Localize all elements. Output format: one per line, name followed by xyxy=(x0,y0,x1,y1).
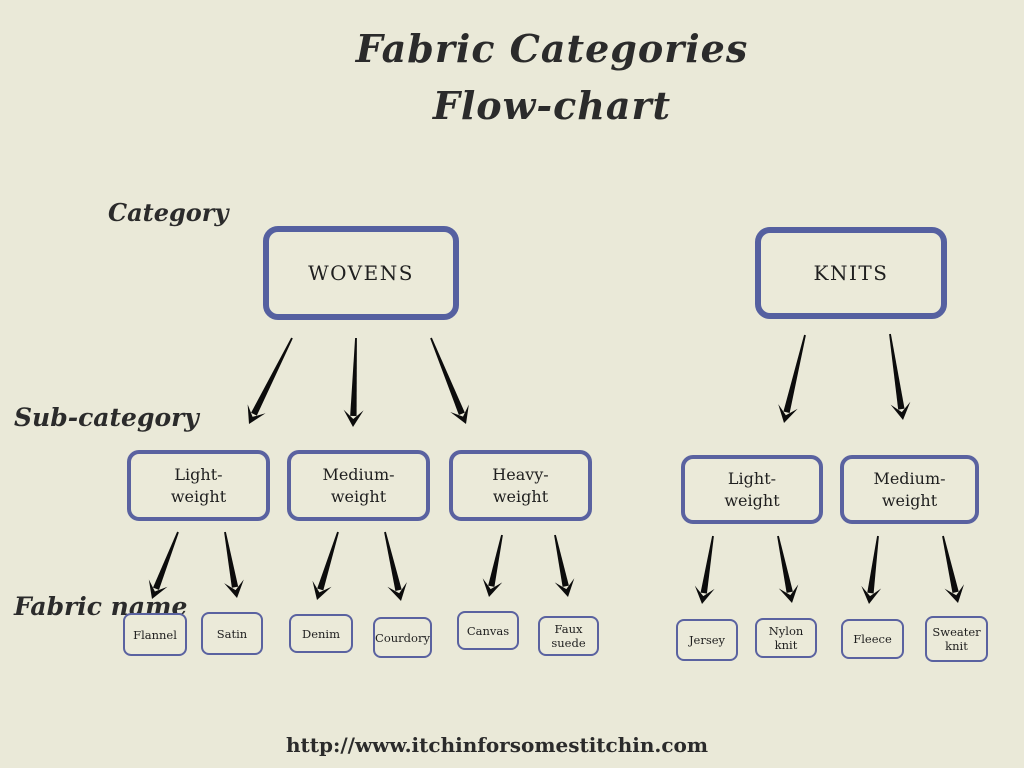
row-label-subcategory: Sub-category xyxy=(14,403,199,432)
subcategory-label-line1: Medium- xyxy=(322,464,395,484)
node-fabric-nylon-knit: Nylon knit xyxy=(755,618,817,658)
arrow-shaft xyxy=(224,531,239,588)
arrow-head xyxy=(312,580,332,600)
arrow-head xyxy=(890,401,911,420)
arrow-shaft xyxy=(251,337,293,416)
arrow-head xyxy=(247,404,266,424)
subcategory-label-line2: weight xyxy=(330,486,387,506)
arrow-head xyxy=(554,578,575,597)
subcategory-label-line1: Heavy- xyxy=(492,464,549,484)
arrow-head xyxy=(482,578,503,597)
arrow-shaft xyxy=(783,334,806,414)
arrow-shaft xyxy=(700,535,714,594)
arrow-head xyxy=(944,584,965,603)
subcategory-label-line2: weight xyxy=(724,490,780,510)
website-url: http://www.itchinforsomestitchin.com xyxy=(285,733,709,757)
arrow-shaft xyxy=(554,534,569,587)
node-fabric-canvas: Canvas xyxy=(457,611,519,650)
arrow-shaft xyxy=(867,535,879,594)
node-subcategory-knits-mediumweight: Medium- weight xyxy=(840,455,979,524)
chart-title: Fabric Categories Flow-chart xyxy=(252,20,852,134)
node-subcategory-wovens-mediumweight: Medium- weight xyxy=(287,450,430,521)
node-fabric-faux-suede: Faux suede xyxy=(538,616,599,656)
arrow-head xyxy=(778,584,799,603)
node-fabric-jersey: Jersey xyxy=(676,619,738,661)
arrow-shaft xyxy=(889,333,905,410)
node-category-wovens: WOVENS xyxy=(263,226,459,320)
node-subcategory-wovens-lightweight: Light- weight xyxy=(127,450,270,521)
arrow-shaft xyxy=(430,337,465,416)
arrow-head xyxy=(387,582,407,601)
node-fabric-flannel: Flannel xyxy=(123,613,187,656)
arrow-shaft xyxy=(384,531,402,592)
node-fabric-sweater-knit: Sweater knit xyxy=(925,616,988,662)
subcategory-label-line1: Light- xyxy=(174,464,223,484)
arrow-head xyxy=(343,409,364,427)
node-category-knits: KNITS xyxy=(755,227,947,319)
arrow-head xyxy=(450,404,469,424)
arrow-shaft xyxy=(942,535,959,593)
node-fabric-courdory: Courdory xyxy=(373,617,432,658)
subcategory-label-line2: weight xyxy=(170,486,227,506)
chart-title-line2: Flow-chart xyxy=(432,83,672,128)
subcategory-label-line2: weight xyxy=(492,486,549,506)
arrow-head xyxy=(224,579,244,598)
row-label-category: Category xyxy=(108,198,229,227)
arrow-shaft xyxy=(317,531,339,591)
node-subcategory-wovens-heavyweight: Heavy- weight xyxy=(449,450,592,521)
node-fabric-fleece: Fleece xyxy=(841,619,904,659)
arrow-head xyxy=(778,404,798,423)
arrow-shaft xyxy=(350,337,357,417)
arrow-shaft xyxy=(488,534,503,587)
subcategory-label-line1: Medium- xyxy=(873,468,946,488)
chart-title-line1: Fabric Categories xyxy=(355,26,749,71)
arrow-head xyxy=(861,585,882,604)
subcategory-label-line2: weight xyxy=(881,490,938,510)
node-fabric-satin: Satin xyxy=(201,612,263,655)
arrow-shaft xyxy=(777,535,793,593)
arrow-head xyxy=(694,585,715,604)
node-subcategory-knits-lightweight: Light- weight xyxy=(681,455,823,524)
arrow-shaft xyxy=(152,531,179,590)
subcategory-label-line1: Light- xyxy=(727,468,777,488)
node-fabric-denim: Denim xyxy=(289,614,353,653)
